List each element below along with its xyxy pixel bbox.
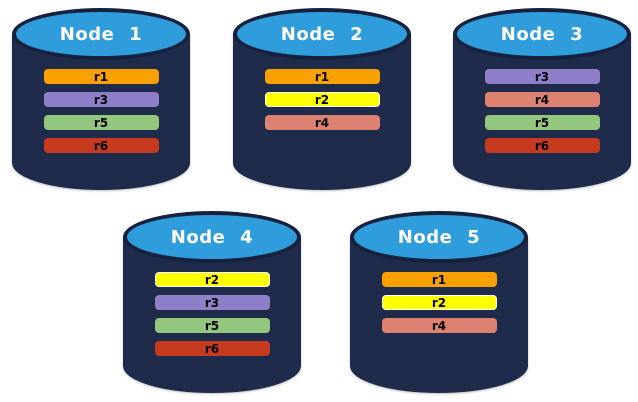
replica-bar: r6 [154, 341, 270, 356]
replica-bar-stack: r1 r2 r4 [233, 69, 411, 130]
replica-bar: r2 [381, 295, 497, 310]
replica-bar-stack: r3 r4 r5 r6 [453, 69, 631, 153]
replica-bar: r3 [484, 69, 600, 84]
node-3-database-cylinder: Node 3 r3 r4 r5 r6 [453, 8, 631, 190]
replica-bar: r6 [484, 138, 600, 153]
cylinder-top-ellipse: Node 5 [350, 211, 528, 263]
node-2-database-cylinder: Node 2 r1 r2 r4 [233, 8, 411, 190]
cylinder-body [350, 237, 528, 393]
node-4-database-cylinder: Node 4 r2 r3 r5 r6 [123, 211, 301, 393]
replica-bar: r1 [381, 272, 497, 287]
replica-bar-stack: r2 r3 r5 r6 [123, 272, 301, 356]
node-label: Node 3 [500, 23, 584, 45]
replica-bar: r4 [264, 115, 380, 130]
replica-bar: r2 [154, 272, 270, 287]
node-label: Node 2 [280, 23, 364, 45]
cylinder-top-ellipse: Node 1 [12, 8, 190, 60]
replica-bar: r4 [381, 318, 497, 333]
cylinder-body [453, 34, 631, 190]
cylinder-body [123, 237, 301, 393]
replica-bar: r5 [43, 115, 159, 130]
replica-bar-stack: r1 r2 r4 [350, 272, 528, 333]
replica-bar: r1 [43, 69, 159, 84]
replica-bar: r4 [484, 92, 600, 107]
cylinder-body [233, 34, 411, 190]
node-1-database-cylinder: Node 1 r1 r3 r5 r6 [12, 8, 190, 190]
replica-bar: r1 [264, 69, 380, 84]
cylinder-top-ellipse: Node 4 [123, 211, 301, 263]
replica-bar: r5 [484, 115, 600, 130]
replica-bar: r3 [43, 92, 159, 107]
replica-bar: r2 [264, 92, 380, 107]
node-label: Node 5 [397, 226, 481, 248]
cylinder-top-ellipse: Node 3 [453, 8, 631, 60]
node-label: Node 4 [170, 226, 254, 248]
replica-bar-stack: r1 r3 r5 r6 [12, 69, 190, 153]
replica-bar: r3 [154, 295, 270, 310]
node-label: Node 1 [59, 23, 143, 45]
cylinder-body [12, 34, 190, 190]
node-5-database-cylinder: Node 5 r1 r2 r4 [350, 211, 528, 393]
replica-bar: r6 [43, 138, 159, 153]
replica-bar: r5 [154, 318, 270, 333]
cylinder-top-ellipse: Node 2 [233, 8, 411, 60]
